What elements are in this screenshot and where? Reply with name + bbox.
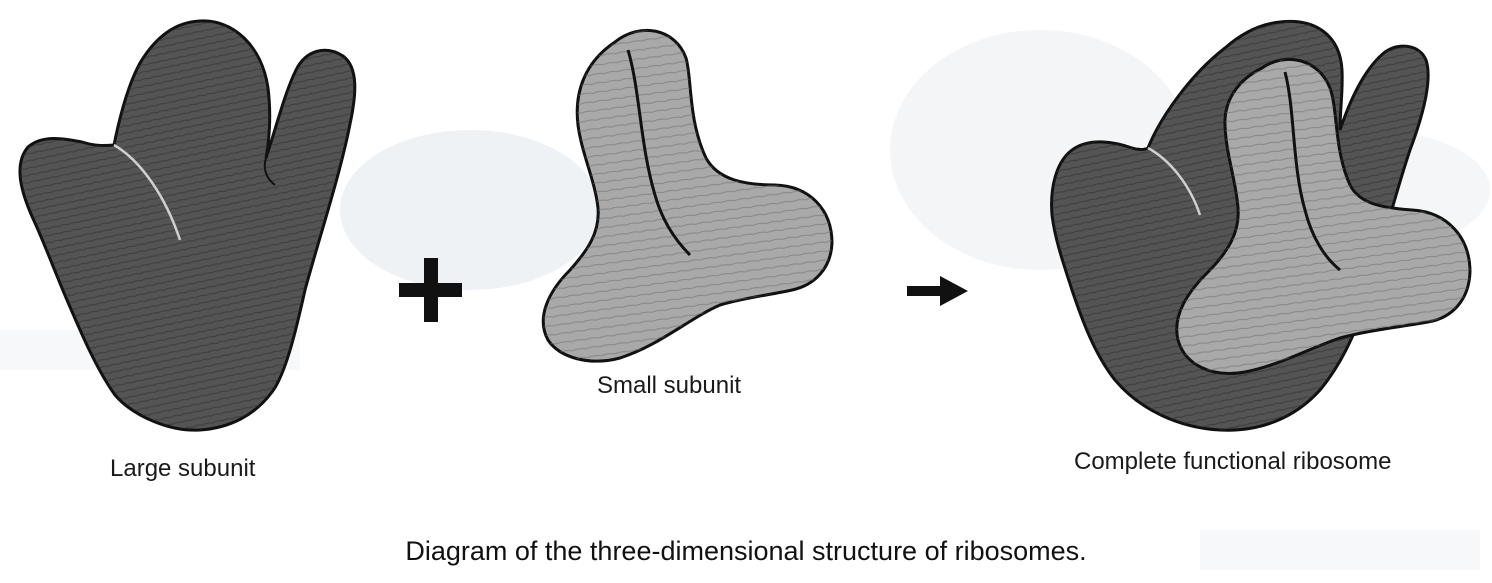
figure-caption: Diagram of the three-dimensional structu…	[0, 536, 1492, 567]
small-subunit-shape	[543, 30, 832, 361]
large-subunit-label: Large subunit	[110, 455, 255, 483]
plus-sign	[399, 258, 462, 322]
small-subunit-label: Small subunit	[597, 372, 741, 400]
right-arrow	[907, 276, 968, 306]
complete-ribosome-label: Complete functional ribosome	[1074, 448, 1392, 476]
large-subunit-shape	[20, 21, 355, 430]
